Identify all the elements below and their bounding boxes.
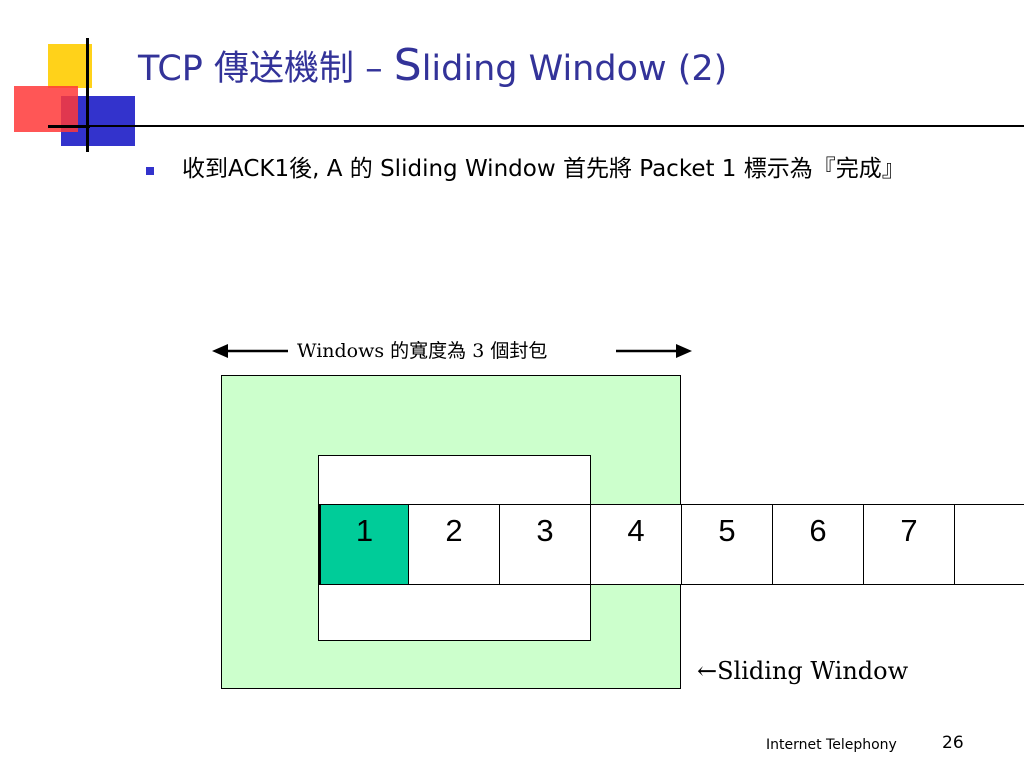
footer-label: Internet Telephony bbox=[766, 737, 897, 753]
title-underline bbox=[88, 125, 1024, 127]
decorative-vertical-line bbox=[86, 38, 89, 152]
decorative-square-yellow bbox=[48, 44, 92, 88]
packet-cell: 4 bbox=[591, 505, 682, 584]
packet-cell: 3 bbox=[500, 505, 591, 584]
packet-cell bbox=[955, 505, 1024, 584]
bullet-marker bbox=[146, 167, 154, 175]
decorative-square-red bbox=[14, 86, 78, 132]
window-width-label: Windows 的寬度為 3 個封包 bbox=[297, 340, 548, 362]
title-prefix: TCP 傳送機制 – bbox=[138, 49, 394, 89]
packet-cell: 5 bbox=[682, 505, 773, 584]
packet-cell: 7 bbox=[864, 505, 955, 584]
page-number: 26 bbox=[942, 733, 964, 753]
title-suffix: liding Window (2) bbox=[421, 49, 728, 89]
arrow-right-icon bbox=[616, 344, 692, 358]
arrow-left-icon bbox=[212, 344, 288, 358]
slide-title: TCP 傳送機制 – Sliding Window (2) bbox=[138, 40, 727, 91]
packet-cell: 2 bbox=[409, 505, 500, 584]
decorative-horizontal-line bbox=[48, 125, 90, 128]
packet-cell: 1 bbox=[318, 505, 409, 584]
sliding-window-label: ←Sliding Window bbox=[697, 657, 909, 685]
bullet-text: 收到ACK1後, A 的 Sliding Window 首先將 Packet 1… bbox=[182, 156, 905, 182]
title-big-letter: S bbox=[393, 40, 422, 91]
packet-cell: 6 bbox=[773, 505, 864, 584]
